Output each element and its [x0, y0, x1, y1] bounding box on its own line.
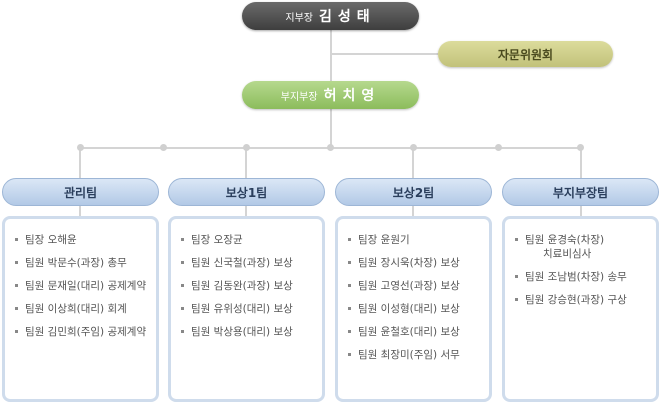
connector-team-3-box: [412, 206, 414, 216]
list-item: 팀장 오해윤: [15, 233, 156, 247]
team-header-deputy-team: 부지부장팀: [502, 178, 659, 206]
team-header-compensation-1: 보상1팀: [168, 178, 325, 206]
connector-team-4: [580, 147, 582, 178]
advisory-committee-label: 자문위원회: [497, 47, 554, 62]
connector-deputy-bus: [330, 109, 332, 148]
junction-dot: [410, 144, 417, 151]
team-members-management: 팀장 오해윤 팀원 박문수(과장) 총무 팀원 문재일(대리) 공제계약 팀원 …: [2, 216, 159, 402]
branch-head-box: 지부장 김성태: [242, 2, 419, 30]
list-item: 팀원 강승현(과장) 구상: [515, 293, 656, 307]
connector-team-2-box: [245, 206, 247, 216]
list-item: 팀원 신국철(과장) 보상: [181, 256, 322, 270]
member-text: 팀원 윤경숙(차장): [525, 234, 605, 246]
team-name: 부지부장팀: [552, 185, 609, 200]
list-item: 팀원 김민희(주임) 공제계약: [15, 325, 156, 339]
team-name: 보상1팀: [225, 185, 268, 200]
team-header-management: 관리팀: [2, 178, 159, 206]
list-item: 팀원 윤철호(대리) 보상: [348, 325, 489, 339]
junction-dot: [495, 144, 502, 151]
connector-team-2: [245, 147, 247, 178]
list-item: 팀원 장시욱(차장) 보상: [348, 256, 489, 270]
list-item: 팀원 최장미(주임) 서무: [348, 348, 489, 362]
team-name: 보상2팀: [392, 185, 435, 200]
list-item: 팀원 윤경숙(차장) 치료비심사: [515, 233, 656, 261]
team-members-deputy-team: 팀원 윤경숙(차장) 치료비심사 팀원 조남범(차장) 송무 팀원 강승현(과장…: [502, 216, 659, 402]
deputy-head-box: 부지부장 허치영: [242, 81, 419, 109]
team-members-compensation-1: 팀장 오장균 팀원 신국철(과장) 보상 팀원 김동완(과장) 보상 팀원 유위…: [168, 216, 325, 402]
connector-head-deputy: [330, 30, 332, 81]
deputy-head-name: 허치영: [323, 88, 381, 104]
junction-dot: [243, 144, 250, 151]
list-item: 팀원 이성형(대리) 보상: [348, 302, 489, 316]
connector-advisory: [331, 53, 438, 55]
team-members-compensation-2: 팀장 윤원기 팀원 장시욱(차장) 보상 팀원 고영선(과장) 보상 팀원 이성…: [335, 216, 492, 402]
connector-team-4-box: [580, 206, 582, 216]
list-item: 팀원 고영선(과장) 보상: [348, 279, 489, 293]
list-item: 팀원 유위성(대리) 보상: [181, 302, 322, 316]
list-item: 팀원 김동완(과장) 보상: [181, 279, 322, 293]
list-item: 팀원 박상용(대리) 보상: [181, 325, 322, 339]
junction-dot: [160, 144, 167, 151]
deputy-head-role: 부지부장: [280, 91, 318, 103]
list-item: 팀원 조남범(차장) 송무: [515, 270, 656, 284]
connector-team-3: [412, 147, 414, 178]
list-item: 팀원 박문수(과장) 총무: [15, 256, 156, 270]
list-item: 팀장 윤원기: [348, 233, 489, 247]
junction-dot: [577, 144, 584, 151]
connector-team-1: [79, 147, 81, 178]
junction-dot: [327, 144, 334, 151]
team-name: 관리팀: [63, 185, 98, 200]
list-item: 팀원 이상희(대리) 회계: [15, 302, 156, 316]
list-item: 팀원 문재일(대리) 공제계약: [15, 279, 156, 293]
advisory-committee-box: 자문위원회: [438, 41, 613, 67]
branch-head-name: 김성태: [318, 9, 376, 25]
member-duty: 치료비심사: [543, 248, 592, 260]
junction-dot: [77, 144, 84, 151]
list-item: 팀장 오장균: [181, 233, 322, 247]
connector-team-1-box: [79, 206, 81, 216]
team-header-compensation-2: 보상2팀: [335, 178, 492, 206]
branch-head-role: 지부장: [285, 12, 313, 24]
